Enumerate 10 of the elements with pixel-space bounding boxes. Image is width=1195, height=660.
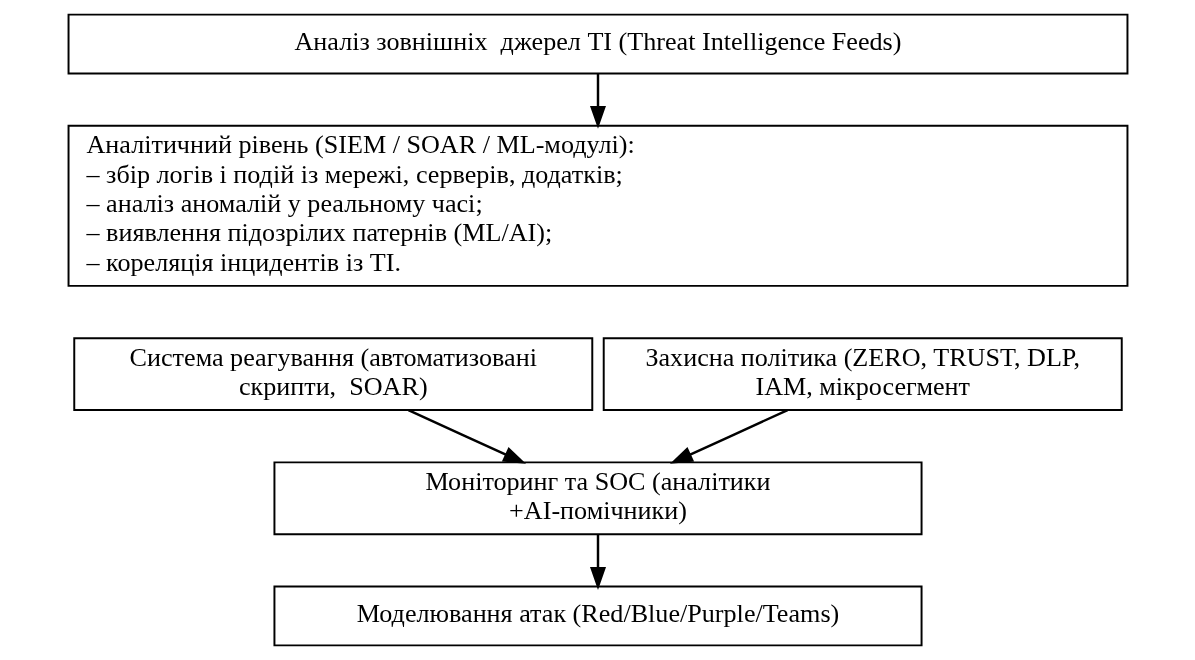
arrow <box>589 74 606 129</box>
node-box: Моніторинг та SOC (аналітики +AI-помічники) <box>272 461 923 536</box>
arrow <box>669 408 788 464</box>
arrow <box>589 534 606 590</box>
arrow <box>407 408 526 464</box>
node-box: Захисна політика (ZERO, TRUST, DLP, IAM, мікросегмент <box>602 337 1123 412</box>
node-box: Система реагування (автоматизовані скрипти, SOAR) <box>72 337 593 412</box>
node-box: Аналіз зовнішніх джерел TI (Threat Intelligence Feeds) <box>67 13 1128 75</box>
node-box: Моделювання атак (Red/Blue/Purple/Teams) <box>272 585 923 647</box>
node-box: Аналітичний рівень (SIEM / SOAR / ML-модулі): – збір логів і подій із мережі, серверів, додатків; – аналіз аномалій у реальному часі; – виявлення підозрілих патернів (ML/AI); – кореляція інцидентів із TI. <box>67 124 1128 287</box>
